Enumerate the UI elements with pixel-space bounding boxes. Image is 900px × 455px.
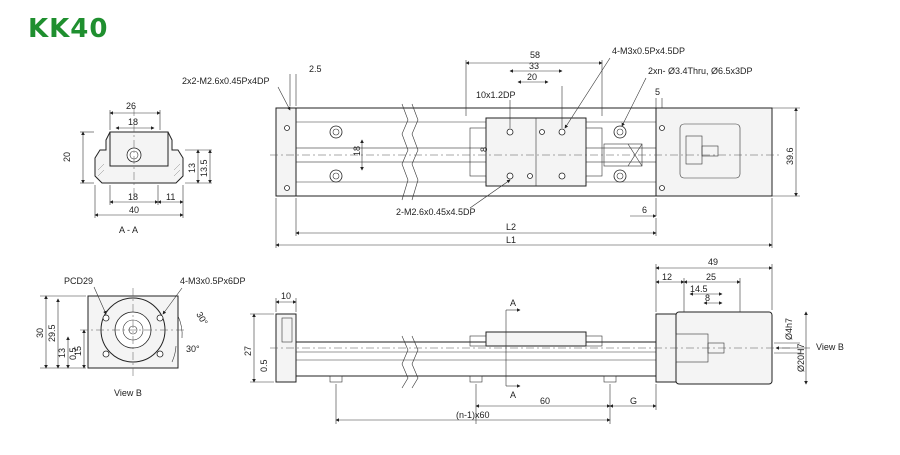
dim-L1: L1	[506, 235, 516, 245]
dim-13-5: 13.5	[199, 159, 209, 177]
top-view: 2x2-M2.6x0.45Px4DP 2.5 58 33 20 10x1.2DP…	[182, 46, 800, 248]
top-tap-hole	[506, 172, 514, 180]
view-b-dim-30: 30	[35, 328, 45, 338]
callout-pitch-holes: 10x1.2DP	[476, 90, 516, 100]
dim-40: 40	[129, 205, 139, 215]
side-dim-27: 27	[243, 346, 253, 356]
top-tap-hole	[558, 128, 566, 136]
top-tap-hole	[506, 128, 514, 136]
side-dim-n60: (n-1)x60	[456, 410, 490, 420]
section-label: A - A	[119, 225, 138, 235]
dim-11: 11	[166, 192, 175, 202]
section-mark-bottom: A	[510, 390, 516, 400]
dim-2-5: 2.5	[309, 64, 322, 74]
side-dim-10: 10	[281, 291, 291, 301]
dim-20: 20	[62, 152, 72, 162]
dim-26: 26	[126, 101, 136, 111]
view-b: PCD29 4-M3x0.5Px6DP 30° 30° 30 29.5 13 0…	[35, 276, 246, 398]
view-b-angle-1: 30°	[194, 310, 210, 327]
view-b-tap: 4-M3x0.5Px6DP	[180, 276, 246, 286]
dim-39-6: 39.6	[785, 147, 795, 165]
dim-18-bottom: 18	[128, 192, 138, 202]
view-b-arrow-label: View B	[816, 342, 844, 352]
top-tap-hole	[558, 172, 566, 180]
dim-20: 20	[527, 72, 537, 82]
top-thru-hole	[613, 169, 627, 183]
dim-13: 13	[187, 163, 197, 173]
view-b-label: View B	[114, 388, 142, 398]
side-dim-0-5: 0.5	[259, 359, 269, 372]
callout-thru: 2xn- Ø3.4Thru, Ø6.5x3DP	[648, 66, 753, 76]
top-thru-hole	[613, 125, 627, 139]
dim-58: 58	[530, 50, 540, 60]
callout-tap-right: 4-M3x0.5Px4.5DP	[612, 46, 685, 56]
view-b-dim-0-5: 0.5	[68, 347, 78, 360]
side-dim-phi4: Ø4h7	[784, 318, 794, 340]
view-b-dim-13: 13	[57, 348, 67, 358]
dim-L2: L2	[506, 222, 516, 232]
top-thru-hole	[329, 125, 343, 139]
side-dim-49: 49	[708, 257, 718, 267]
view-b-tap-hole	[102, 314, 110, 322]
section-view-aa: 26 18 20 13 13.5 18 11	[62, 101, 212, 235]
model-title: KK40	[28, 14, 109, 44]
side-dim-phi20: Ø20H7	[796, 343, 806, 372]
dim-8: 8	[479, 147, 489, 152]
dim-6: 6	[642, 205, 647, 215]
view-b-dim-15: 15	[73, 346, 83, 356]
view-b-tap-hole	[102, 350, 110, 358]
top-motor-flange	[655, 107, 773, 197]
callout-tap-left: 2x2-M2.6x0.45Px4DP	[182, 76, 270, 86]
view-b-pcd: PCD29	[64, 276, 93, 286]
side-dim-25: 25	[706, 272, 716, 282]
side-slider-block	[485, 331, 587, 347]
side-dim-8: 8	[705, 293, 710, 303]
side-dim-G: G	[630, 396, 637, 406]
side-dim-14-5: 14.5	[690, 284, 708, 294]
section-slider-block	[109, 131, 169, 167]
side-dim-60: 60	[540, 396, 550, 406]
side-dim-12: 12	[662, 272, 672, 282]
side-view: A A 10 27 0.5 49 12 25	[243, 257, 844, 424]
section-mark-top: A	[510, 298, 516, 308]
top-thru-hole	[329, 169, 343, 183]
side-base-body	[295, 341, 657, 377]
view-b-dim-29-5: 29.5	[47, 324, 57, 342]
callout-tap-bottom: 2-M2.6x0.45x4.5DP	[396, 207, 476, 217]
dim-18: 18	[352, 146, 362, 156]
dim-33: 33	[529, 61, 539, 71]
view-b-angle-2: 30°	[186, 344, 200, 354]
top-left-endcap	[275, 107, 297, 197]
dim-5: 5	[655, 87, 660, 97]
view-b-tap-hole	[156, 314, 164, 322]
view-b-tap-hole	[156, 350, 164, 358]
dim-18-top: 18	[128, 117, 138, 127]
